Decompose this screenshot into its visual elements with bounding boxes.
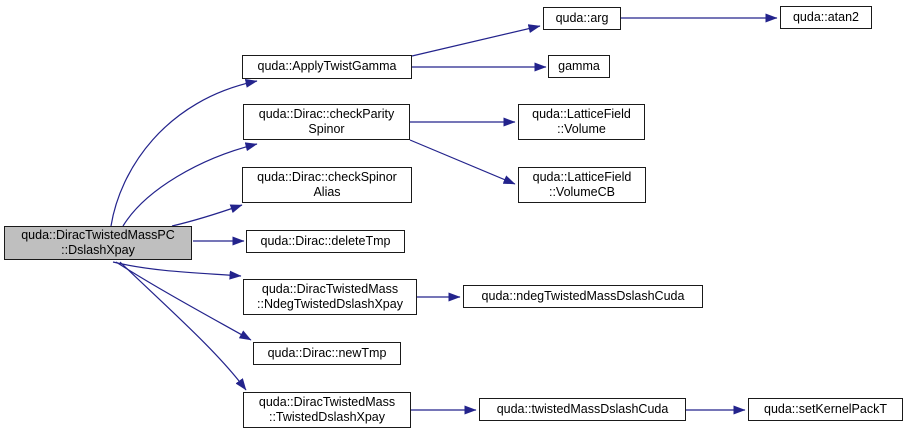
node-quda-LatticeField-Volume[interactable]: quda::LatticeField ::Volume <box>518 104 645 140</box>
node-label-line: ::TwistedDslashXpay <box>268 410 386 424</box>
node-quda-DiracTwistedMass-NdegTwistedDslashXpay[interactable]: quda::DiracTwistedMass ::NdegTwistedDsla… <box>243 279 417 315</box>
node-quda-setKernelPackT[interactable]: quda::setKernelPackT <box>748 398 903 421</box>
node-label-line: quda::setKernelPackT <box>764 401 887 416</box>
edge-dslashXpay-applyTwistGamma <box>110 78 258 227</box>
node-quda-LatticeField-VolumeCB[interactable]: quda::LatticeField ::VolumeCB <box>518 167 646 203</box>
node-label-line: quda::ApplyTwistGamma <box>257 59 397 74</box>
node-gamma[interactable]: gamma <box>548 55 610 78</box>
node-quda-arg[interactable]: quda::arg <box>543 7 621 30</box>
node-label-line: quda::ndegTwistedMassDslashCuda <box>481 288 685 303</box>
node-label-line: quda::Dirac::newTmp <box>267 345 387 360</box>
node-label-line: quda::DiracTwistedMass <box>258 394 396 409</box>
edge-dslashXpay-checkSpinorAlias <box>171 204 243 227</box>
node-label-line: ::VolumeCB <box>548 185 615 199</box>
node-label-line: quda::DiracTwistedMass <box>261 281 399 296</box>
node-label-line: quda::arg <box>555 10 609 25</box>
node-label-line: quda::LatticeField <box>532 106 631 121</box>
node-label-line: quda::atan2 <box>792 9 860 24</box>
node-label-line: ::DslashXpay <box>61 243 135 257</box>
node-label-line: quda::DiracTwistedMassPC <box>21 227 175 242</box>
node-quda-twistedMassDslashCuda[interactable]: quda::twistedMassDslashCuda <box>479 398 686 421</box>
edge-dslashXpay-checkParitySpinor <box>122 142 258 227</box>
node-quda-atan2[interactable]: quda::atan2 <box>780 6 872 29</box>
node-label-line: Alias <box>313 185 341 199</box>
node-label-line: quda::Dirac::checkParity <box>258 106 395 121</box>
edge-checkParitySpinor-latticeFieldVolumeCB <box>409 139 516 185</box>
node-label-line: quda::Dirac::checkSpinor <box>257 169 397 184</box>
node-label-line: gamma <box>558 58 600 73</box>
edge-dslashXpay-ndegTwistedDslashXpay <box>112 261 242 280</box>
node-quda-ApplyTwistGamma[interactable]: quda::ApplyTwistGamma <box>242 55 412 79</box>
node-quda-Dirac-checkParitySpinor[interactable]: quda::Dirac::checkParity Spinor <box>243 104 410 140</box>
node-quda-DiracTwistedMass-TwistedDslashXpay[interactable]: quda::DiracTwistedMass ::TwistedDslashXp… <box>243 392 411 428</box>
node-quda-ndegTwistedMassDslashCuda[interactable]: quda::ndegTwistedMassDslashCuda <box>463 285 703 308</box>
edge-applyTwistGamma-arg <box>411 24 541 57</box>
node-quda-DiracTwistedMassPC-DslashXpay: quda::DiracTwistedMassPC ::DslashXpay <box>4 226 192 260</box>
edge-dslashXpay-twistedDslashXpay <box>119 261 247 391</box>
node-label-line: quda::twistedMassDslashCuda <box>496 401 669 416</box>
edge-dslashXpay-newTmp <box>115 261 252 341</box>
node-label-line: Spinor <box>308 122 345 136</box>
node-quda-Dirac-deleteTmp[interactable]: quda::Dirac::deleteTmp <box>246 230 405 253</box>
node-quda-Dirac-newTmp[interactable]: quda::Dirac::newTmp <box>253 342 401 365</box>
node-label-line: quda::Dirac::deleteTmp <box>260 233 391 248</box>
node-label-line: ::Volume <box>557 122 606 136</box>
node-quda-Dirac-checkSpinorAlias[interactable]: quda::Dirac::checkSpinor Alias <box>242 167 412 203</box>
node-label-line: quda::LatticeField <box>532 169 632 184</box>
node-label-line: ::NdegTwistedDslashXpay <box>257 297 403 311</box>
